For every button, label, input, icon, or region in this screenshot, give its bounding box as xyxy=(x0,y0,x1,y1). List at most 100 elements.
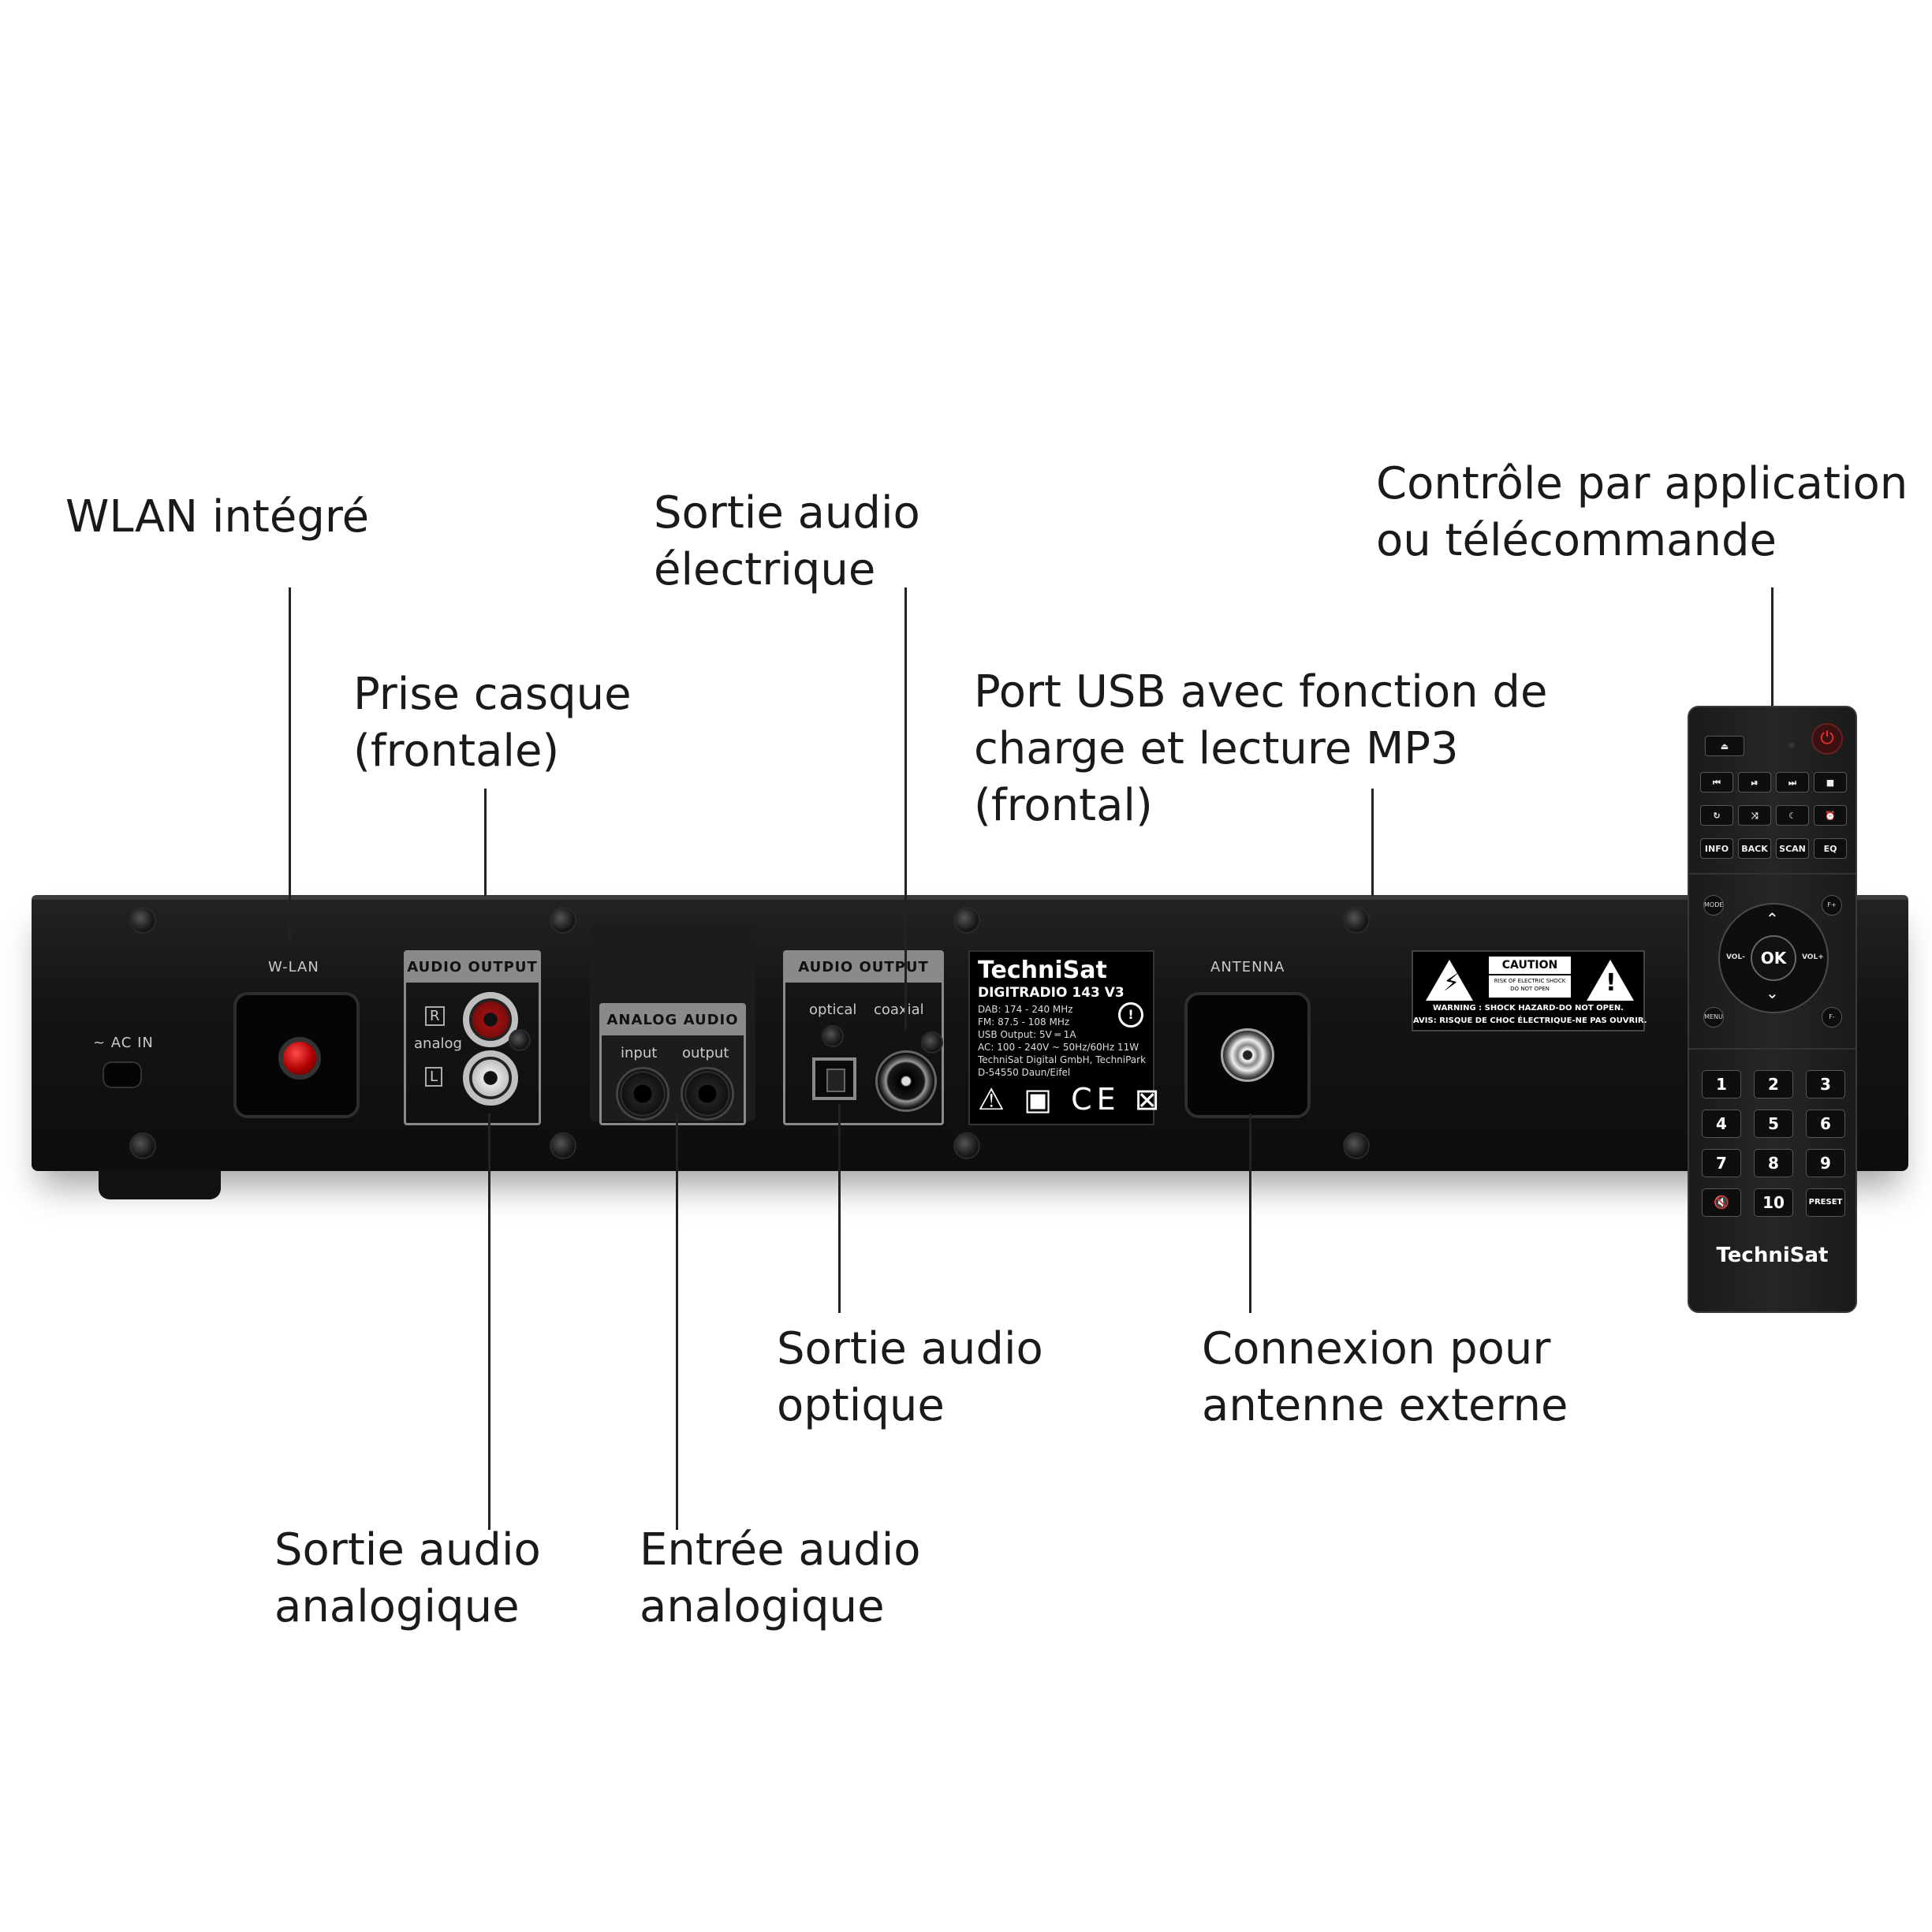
rating-line: AC: 100 - 240V ~ 50Hz/60Hz 11W xyxy=(978,1042,1139,1053)
number-button-6[interactable]: 6 xyxy=(1806,1110,1845,1138)
number-button-9[interactable]: 9 xyxy=(1806,1149,1845,1177)
leader-app-control xyxy=(1771,587,1773,706)
previous-button[interactable]: ⏮ xyxy=(1700,772,1733,793)
rating-line: D-54550 Daun/Eifel xyxy=(978,1067,1071,1078)
repeat-button[interactable]: ↻ xyxy=(1700,805,1733,826)
aux-input-jack[interactable] xyxy=(616,1067,669,1121)
antenna-label: ANTENNA xyxy=(1210,959,1285,975)
callout-analog-out: Sortie audio analogique xyxy=(274,1524,541,1632)
mute-button[interactable]: 🔇 xyxy=(1702,1188,1741,1217)
rating-model: DIGITRADIO 143 V3 xyxy=(978,985,1125,1001)
aux-output-jack[interactable] xyxy=(681,1067,734,1121)
caution-title: CAUTION xyxy=(1489,957,1571,975)
caution-sub: RISK OF ELECTRIC SHOCK DO NOT OPEN xyxy=(1494,978,1566,992)
back-button[interactable]: BACK xyxy=(1738,838,1771,859)
screw xyxy=(1343,1132,1370,1159)
remote-brand: TechniSat xyxy=(1716,1244,1829,1267)
analog-audio-panel: ANALOG AUDIO input output xyxy=(599,1003,746,1125)
rating-line: TechniSat Digital GmbH, TechniPark xyxy=(978,1054,1147,1065)
audio-output-heading: AUDIO OUTPUT xyxy=(406,953,539,983)
leader-optical-out xyxy=(838,1104,841,1313)
callout-antenna-ext: Connexion pour antenne externe xyxy=(1202,1323,1568,1431)
remote-divider xyxy=(1689,1048,1856,1050)
alarm-button[interactable]: ⏰ xyxy=(1814,805,1847,826)
analog-label: analog xyxy=(414,1035,462,1052)
coaxial-output-port[interactable] xyxy=(875,1050,937,1112)
callout-electric-out: Sortie audio électrique xyxy=(654,487,920,595)
rca-left-jack[interactable] xyxy=(463,1050,518,1106)
callout-analog-in: Entrée audio analogique xyxy=(640,1524,921,1632)
remote-divider xyxy=(1689,873,1856,875)
audio-output-digital-panel: AUDIO OUTPUT optical coaxial xyxy=(783,950,944,1125)
callout-headphone: Prise casque (frontale) xyxy=(353,669,632,777)
vol-minus-label[interactable]: VOL- xyxy=(1726,953,1745,961)
antenna-recess xyxy=(1184,992,1311,1118)
number-button-4[interactable]: 4 xyxy=(1702,1110,1741,1138)
ir-led xyxy=(1788,742,1795,748)
shuffle-button[interactable]: ⤨ xyxy=(1738,805,1771,826)
output-label: output xyxy=(682,1045,729,1061)
play-pause-button[interactable]: ⏯ xyxy=(1738,772,1771,793)
menu-button[interactable]: MENU xyxy=(1703,1007,1724,1028)
vol-plus-label[interactable]: VOL+ xyxy=(1802,953,1824,961)
number-button-5[interactable]: 5 xyxy=(1754,1110,1793,1138)
number-button-8[interactable]: 8 xyxy=(1754,1149,1793,1177)
ok-button[interactable]: OK xyxy=(1751,935,1796,981)
ac-in-label: ~ AC IN xyxy=(93,1035,154,1051)
f-minus-button[interactable]: F- xyxy=(1822,1007,1842,1028)
down-arrow-icon[interactable]: ⌄ xyxy=(1766,983,1779,1002)
eject-button[interactable]: ⏏ xyxy=(1705,736,1744,756)
sleep-button[interactable]: ☾ xyxy=(1776,805,1809,826)
wlan-label: W-LAN xyxy=(268,959,319,975)
wlan-module xyxy=(233,992,360,1118)
leader-analog-out xyxy=(488,1113,490,1530)
leader-wlan xyxy=(289,587,291,941)
leader-antenna-ext xyxy=(1249,1113,1251,1313)
callout-wlan: WLAN intégré xyxy=(65,491,370,543)
warning-line-2: AVIS: RISQUE DE CHOC ÉLECTRIQUE-NE PAS O… xyxy=(1413,1016,1647,1025)
optical-output-port[interactable] xyxy=(812,1057,856,1100)
up-arrow-icon[interactable]: ⌃ xyxy=(1766,909,1779,928)
screw xyxy=(822,1025,844,1047)
number-button-3[interactable]: 3 xyxy=(1806,1070,1845,1098)
leader-electric-out xyxy=(904,587,907,1029)
standby-icon: ! xyxy=(1118,1002,1143,1028)
callout-app-control: Contrôle par application ou télécommande xyxy=(1376,458,1908,566)
screw xyxy=(953,907,980,934)
exclamation-warning-icon: ! xyxy=(1587,960,1634,1001)
screw xyxy=(921,1031,943,1054)
number-button-2[interactable]: 2 xyxy=(1754,1070,1793,1098)
coaxial-label: coaxial xyxy=(874,1001,924,1018)
f-plus-button[interactable]: F+ xyxy=(1822,895,1842,916)
leader-analog-in xyxy=(676,1113,678,1530)
navigation-pad[interactable]: ⌃ ⌄ VOL- VOL+ OK xyxy=(1718,903,1829,1013)
leader-usb xyxy=(1371,789,1374,896)
rating-brand: TechniSat xyxy=(978,957,1107,984)
screw xyxy=(129,1132,156,1159)
ac-in-socket[interactable] xyxy=(103,1061,142,1088)
screw xyxy=(953,1132,980,1159)
stop-button[interactable]: ■ xyxy=(1814,772,1847,793)
scan-button[interactable]: SCAN xyxy=(1776,838,1809,859)
power-button[interactable]: ⏻ xyxy=(1811,723,1843,755)
mode-button[interactable]: MODE xyxy=(1703,895,1724,916)
leader-headphone xyxy=(484,789,487,896)
number-button-1[interactable]: 1 xyxy=(1702,1070,1741,1098)
warning-line-1: WARNING : SHOCK HAZARD-DO NOT OPEN. xyxy=(1432,1004,1624,1013)
channel-r-label: R xyxy=(425,1006,445,1026)
rating-line: FM: 87.5 - 108 MHz xyxy=(978,1016,1070,1028)
number-button-7[interactable]: 7 xyxy=(1702,1149,1741,1177)
audio-output-digital-heading: AUDIO OUTPUT xyxy=(785,953,942,983)
optical-label: optical xyxy=(809,1001,857,1018)
device-top-edge xyxy=(32,895,1908,900)
eq-button[interactable]: EQ xyxy=(1814,838,1847,859)
number-button-10[interactable]: 10 xyxy=(1754,1188,1793,1217)
input-label: input xyxy=(621,1045,658,1061)
preset-button[interactable]: PRESET xyxy=(1806,1188,1845,1217)
caution-plate: CAUTION RISK OF ELECTRIC SHOCK DO NOT OP… xyxy=(1489,957,1571,998)
screw xyxy=(509,1029,531,1051)
next-button[interactable]: ⏭ xyxy=(1776,772,1809,793)
info-button[interactable]: INFO xyxy=(1700,838,1733,859)
antenna-connector[interactable] xyxy=(1221,1028,1274,1082)
analog-audio-heading: ANALOG AUDIO xyxy=(602,1005,744,1035)
